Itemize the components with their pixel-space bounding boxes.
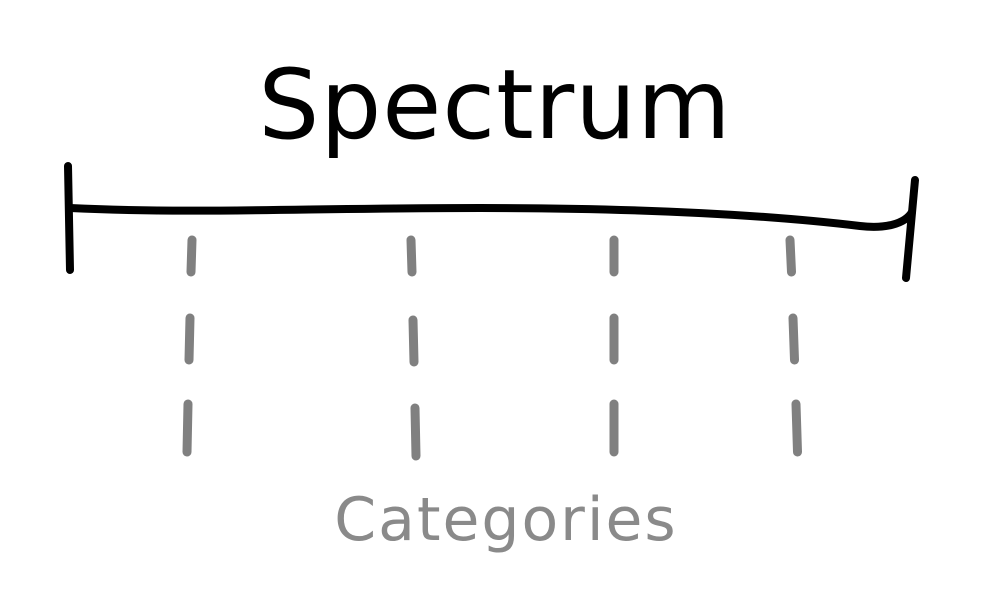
- divider-dash: [186, 235, 197, 277]
- divider-dash: [410, 403, 421, 461]
- diagram-title: Spectrum: [258, 49, 731, 161]
- divider-dash: [406, 235, 417, 277]
- category-divider-2: [406, 235, 421, 461]
- spectrum-right-cap: [902, 176, 919, 282]
- spectrum-bar: [64, 162, 919, 282]
- divider-dash: [408, 315, 419, 367]
- divider-dash: [788, 313, 799, 365]
- divider-dash: [182, 399, 193, 457]
- spectrum-line: [66, 204, 916, 231]
- divider-dash: [791, 399, 802, 457]
- category-divider-4: [785, 235, 802, 457]
- category-dividers: [182, 235, 802, 461]
- spectrum-left-cap: [64, 162, 74, 274]
- divider-dash: [785, 235, 796, 277]
- diagram-caption: Categories: [334, 485, 677, 555]
- divider-dash: [184, 313, 195, 365]
- category-divider-1: [182, 235, 197, 457]
